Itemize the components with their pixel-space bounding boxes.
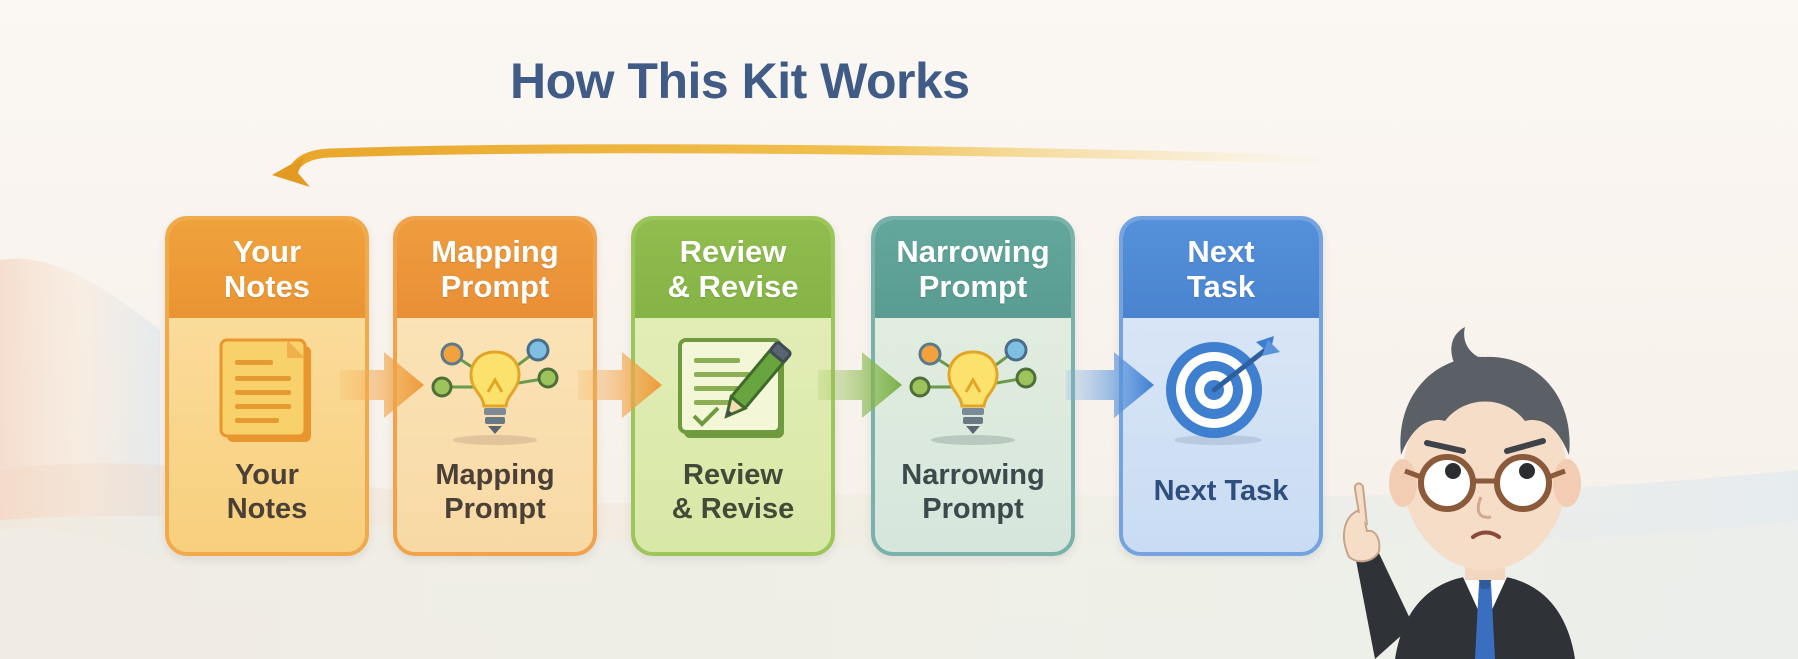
step-caption-line: & Revise [671,493,795,525]
page-title: How This Kit Works [510,53,970,109]
step-header: Review & Revise [635,220,831,318]
connector-arrow-icon [340,352,424,418]
lightbulb-network-icon [431,338,559,445]
step-header: Your Notes [169,220,365,318]
step-header-line: & Revise [667,269,799,304]
step-caption-line: Review [683,459,783,491]
step-caption-line: Narrowing [901,459,1045,491]
step-caption-line: Your [235,459,299,491]
step-caption: Mapping Prompt [397,458,593,526]
step-header-line: Prompt [440,269,550,304]
step-caption: Your Notes [169,458,365,526]
step-caption-line: Prompt [922,493,1024,525]
step-header-line: Next [1187,234,1255,269]
step-header-line: Mapping [431,234,559,269]
step-card-next-task: Next Task Next Task [1119,216,1323,556]
connector-arrow-icon [818,352,902,418]
step-header-line: Narrowing [896,234,1050,269]
lightbulb-network-icon [909,338,1037,445]
target-icon [1166,336,1280,445]
thinking-character-illustration [1342,327,1581,659]
step-header-line: Review [679,234,787,269]
step-caption-line: Prompt [444,493,546,525]
connector-arrow-icon [1066,352,1154,418]
connector-arrow-icon [578,352,662,418]
step-caption-line: Notes [226,493,308,525]
step-header-line: Your [232,234,302,269]
step-card-narrowing-prompt: Narrowing Prompt Narrowing Prompt [871,216,1075,556]
step-caption: Review & Revise [635,458,831,526]
step-header-line: Prompt [918,269,1028,304]
step-header-line: Notes [223,269,311,304]
edit-document-icon [678,338,792,438]
step-card-your-notes: Your Notes Your Notes [165,216,369,556]
step-header: Narrowing Prompt [875,220,1071,318]
step-header: Mapping Prompt [397,220,593,318]
step-card-review-revise: Review & Revise Review & Revise [631,216,835,556]
return-arrow-icon [272,144,1330,187]
step-header: Next Task [1123,220,1319,318]
step-caption-line: Mapping [435,459,555,491]
step-caption: Narrowing Prompt [875,458,1071,526]
step-caption: Next Task [1123,474,1319,508]
step-header-line: Task [1186,269,1256,304]
step-caption-line: Next Task [1153,475,1289,507]
document-icon [219,338,311,442]
